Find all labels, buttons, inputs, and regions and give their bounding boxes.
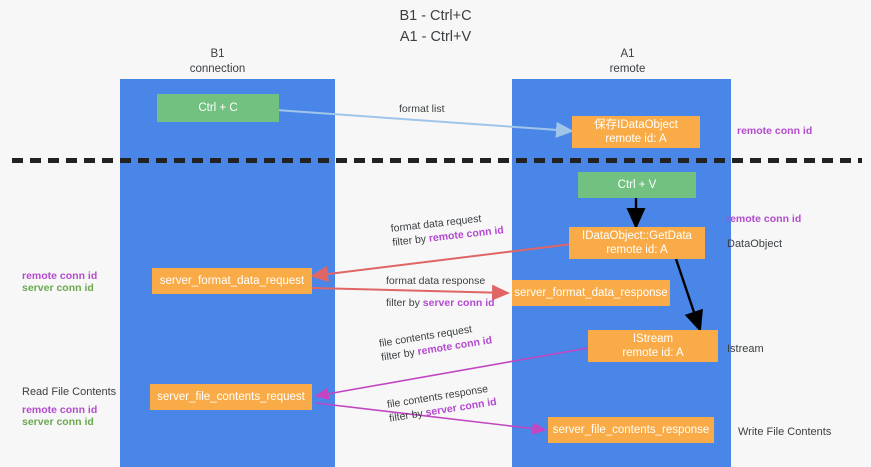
node-server-format-data-response-label: server_format_data_response (514, 286, 668, 299)
arrow-file-contents-response (315, 402, 547, 435)
node-ctrl-c-label: Ctrl + C (198, 101, 238, 114)
column-header-a1-name: A1 (620, 48, 635, 60)
annotation-left-remote-conn-id-2: remote conn id (22, 404, 98, 416)
node-server-file-contents-response[interactable]: server_file_contents_response (548, 417, 714, 443)
annotation-dataobject: DataObject (727, 238, 783, 250)
column-header-b1-name: B1 (210, 48, 225, 60)
key-server-conn-id-1: server conn id (422, 297, 495, 310)
node-istream-line2: remote id: A (622, 347, 684, 359)
column-header-b1: B1 connection (140, 47, 295, 77)
annotation-left-server-conn-id: server conn id (22, 282, 94, 294)
column-header-a1: A1 remote (540, 47, 715, 77)
annotation-remote-conn-id-top: remote conn id (737, 125, 813, 137)
node-store-idataobject[interactable]: 保存IDataObject remote id: A (572, 116, 700, 148)
node-server-format-data-response[interactable]: server_format_data_response (512, 280, 670, 306)
edge-label-format-data-response: format data response filter by server co… (386, 274, 495, 310)
node-ctrl-c[interactable]: Ctrl + C (157, 94, 279, 122)
node-server-format-data-request[interactable]: server_format_data_request (152, 268, 312, 294)
filter-by-prefix-2: filter by (386, 297, 423, 310)
node-idataobject-getdata[interactable]: IDataObject::GetData remote id: A (569, 227, 705, 259)
column-header-a1-role: remote (609, 62, 646, 75)
arrow-getdata-to-istream (674, 258, 703, 333)
annotation-write-file-contents: Write File Contents (738, 426, 832, 438)
node-idataobject-getdata-line2: remote id: A (606, 244, 668, 256)
annotation-remote-conn-id-mid: remote conn id (726, 213, 802, 225)
arrow-format-data-response (311, 284, 510, 301)
title-line-1: B1 - Ctrl+C (399, 8, 472, 24)
annotation-left-server-conn-id-2: server conn id (22, 416, 94, 428)
node-idataobject-getdata-line1: IDataObject::GetData (582, 229, 692, 242)
edge-label-format-data-response-line2: filter by server conn id (386, 296, 495, 310)
arrow-format-list (275, 109, 574, 138)
node-store-idataobject-line2: remote id: A (605, 133, 667, 145)
node-server-format-data-request-label: server_format_data_request (159, 274, 305, 287)
annotation-read-file-contents: Read File Contents (22, 386, 117, 398)
edge-label-format-data-response-line1: format data response (386, 275, 486, 287)
column-header-b1-role: connection (189, 62, 246, 75)
annotation-istream: Istream (727, 343, 764, 355)
node-istream[interactable]: IStream remote id: A (588, 330, 718, 362)
node-server-file-contents-response-label: server_file_contents_response (552, 423, 710, 436)
node-ctrl-v[interactable]: Ctrl + V (578, 172, 696, 198)
diagram-title: B1 - Ctrl+C A1 - Ctrl+V (0, 6, 871, 48)
title-line-2: A1 - Ctrl+V (399, 29, 472, 46)
edge-label-format-list: format list (399, 102, 445, 116)
node-server-file-contents-request-label: server_file_contents_request (157, 390, 305, 403)
node-store-idataobject-line1: 保存IDataObject (594, 118, 678, 131)
node-server-file-contents-request[interactable]: server_file_contents_request (150, 384, 312, 410)
edge-label-format-list-text: format list (399, 103, 445, 115)
annotation-left-remote-conn-id: remote conn id (22, 270, 98, 282)
node-ctrl-v-label: Ctrl + V (617, 178, 657, 191)
arrow-format-data-request (310, 243, 573, 282)
node-istream-line1: IStream (632, 332, 674, 345)
arrow-file-contents-request (314, 347, 589, 401)
filter-by-prefix-1: filter by (391, 232, 430, 249)
